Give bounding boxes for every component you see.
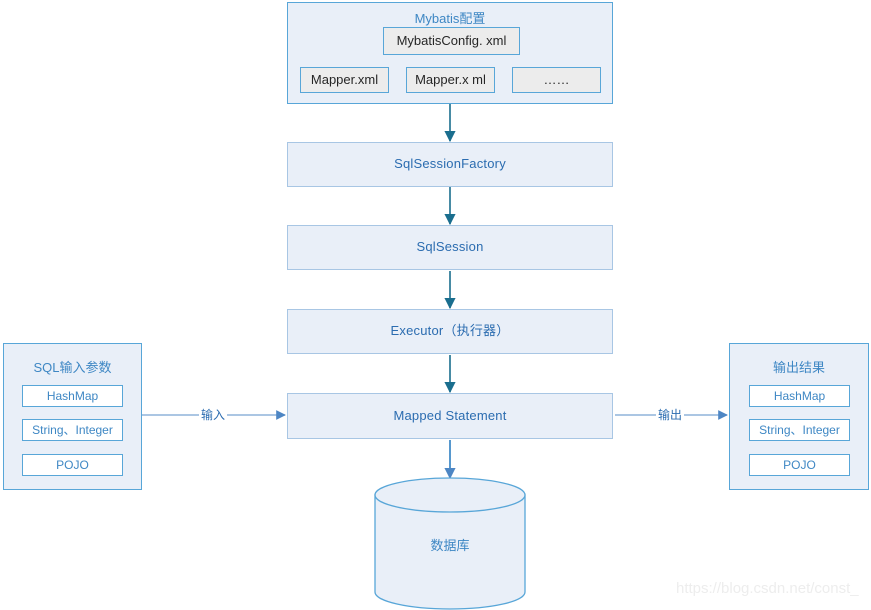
mybatis-config-panel: Mybatis配置 MybatisConfig. xml Mapper.xml … xyxy=(287,2,613,104)
mapper-xml-box-ellipsis[interactable]: …… xyxy=(512,67,601,93)
mybatis-config-file-label: MybatisConfig. xml xyxy=(396,32,507,48)
sql-input-panel: SQL输入参数 HashMap String、Integer POJO xyxy=(3,343,142,490)
output-result-item-hashmap[interactable]: HashMap xyxy=(749,385,850,407)
mapped-statement-box[interactable]: Mapped Statement xyxy=(287,393,613,439)
output-result-item-hashmap-label: HashMap xyxy=(773,388,826,403)
sql-input-title: SQL输入参数 xyxy=(33,360,112,375)
sqlsession-box[interactable]: SqlSession xyxy=(287,225,613,270)
mapper-xml-label-1: Mapper.xml xyxy=(310,71,379,87)
sql-input-item-pojo[interactable]: POJO xyxy=(22,454,123,476)
sql-input-item-hashmap[interactable]: HashMap xyxy=(22,385,123,407)
sql-input-item-string-integer[interactable]: String、Integer xyxy=(22,419,123,441)
mapper-xml-label-2: Mapper.x ml xyxy=(415,71,486,87)
edge-label-output: 输出 xyxy=(656,406,685,423)
mapper-xml-box-1[interactable]: Mapper.xml xyxy=(300,67,389,93)
mapper-xml-label-ellipsis: …… xyxy=(543,71,570,87)
mapped-statement-label: Mapped Statement xyxy=(393,407,507,423)
database-label: 数据库 xyxy=(430,538,470,553)
output-result-item-string-integer-label: String、Integer xyxy=(759,422,840,437)
executor-label: Executor（执行器） xyxy=(390,323,510,339)
executor-box[interactable]: Executor（执行器） xyxy=(287,309,613,354)
sql-input-item-string-integer-label: String、Integer xyxy=(32,422,113,437)
output-result-title: 输出结果 xyxy=(772,360,825,375)
sql-input-item-hashmap-label: HashMap xyxy=(46,388,99,403)
output-result-panel: 输出结果 HashMap String、Integer POJO xyxy=(729,343,869,490)
output-result-item-string-integer[interactable]: String、Integer xyxy=(749,419,850,441)
sql-input-item-pojo-label: POJO xyxy=(56,457,89,472)
mybatis-config-file-box[interactable]: MybatisConfig. xml xyxy=(383,27,520,55)
sqlsession-label: SqlSession xyxy=(416,239,484,255)
watermark-text: https://blog.csdn.net/const_ xyxy=(676,580,859,597)
mybatis-config-title: Mybatis配置 xyxy=(414,11,486,26)
edge-label-input: 输入 xyxy=(199,406,228,423)
sqlsessionfactory-label: SqlSessionFactory xyxy=(394,156,506,172)
mapper-xml-box-2[interactable]: Mapper.x ml xyxy=(406,67,495,93)
output-result-item-pojo[interactable]: POJO xyxy=(749,454,850,476)
output-result-item-pojo-label: POJO xyxy=(783,457,816,472)
sqlsessionfactory-box[interactable]: SqlSessionFactory xyxy=(287,142,613,187)
